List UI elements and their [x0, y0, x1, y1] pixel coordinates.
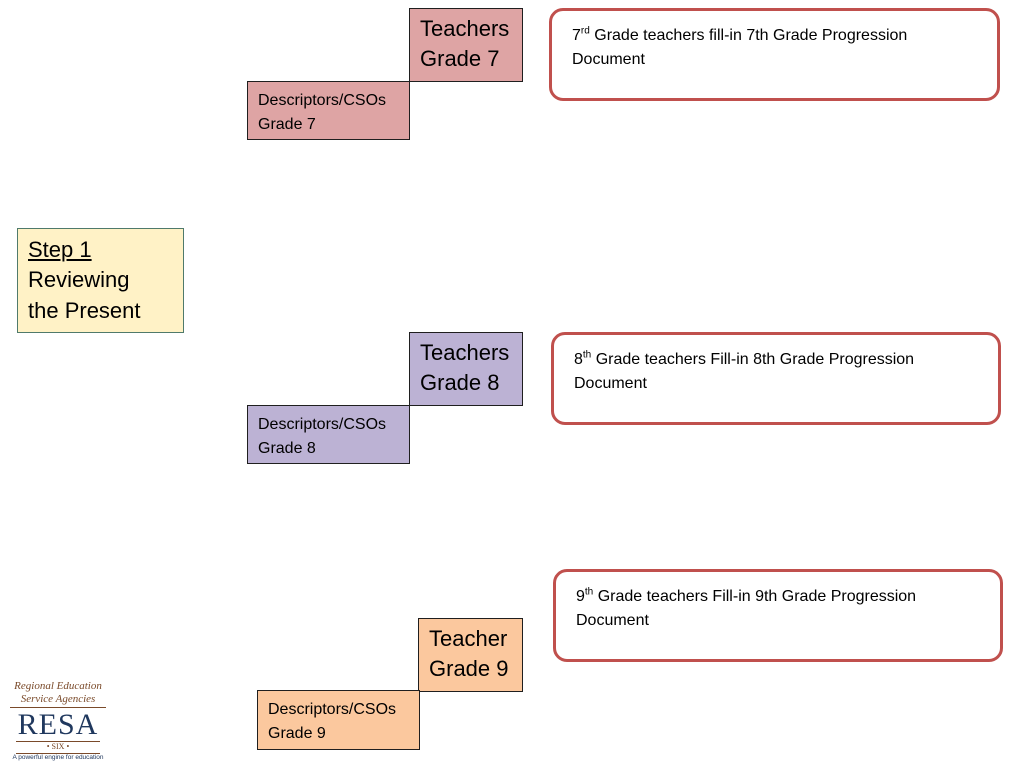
descriptors-grade-7-line-1: Descriptors/CSOs — [258, 92, 387, 109]
descriptors-grade-8-box: Descriptors/CSOs Grade 8 — [247, 405, 410, 464]
grade-7-callout-text: Grade teachers fill-in 7th Grade Progres… — [572, 27, 908, 68]
grade-8-callout-suffix: th — [582, 349, 592, 361]
teacher-grade-9-box: Teacher Grade 9 — [418, 618, 523, 692]
descriptors-grade-9-box: Descriptors/CSOs Grade 9 — [257, 690, 420, 750]
step-title: Step 1 — [28, 237, 92, 262]
grade-7-callout: 7rd Grade teachers fill-in 7th Grade Pro… — [549, 8, 1000, 101]
descriptors-grade-7-line-2: Grade 7 — [258, 116, 316, 133]
grade-8-callout-text: Grade teachers Fill-in 8th Grade Progres… — [574, 351, 915, 392]
teacher-grade-9-line-2: Grade 9 — [429, 656, 509, 682]
logo-tagline: A powerful engine for education — [12, 753, 104, 761]
logo-line-2: Service Agencies — [20, 692, 96, 705]
grade-8-callout: 8th Grade teachers Fill-in 8th Grade Pro… — [551, 332, 1001, 425]
grade-9-callout-suffix: th — [584, 586, 594, 598]
descriptors-grade-7-box: Descriptors/CSOs Grade 7 — [247, 81, 410, 140]
teachers-grade-8-line-2: Grade 8 — [420, 370, 500, 396]
descriptors-grade-8-line-2: Grade 8 — [258, 440, 316, 457]
descriptors-grade-9-line-1: Descriptors/CSOs — [268, 701, 397, 718]
logo-number: • SIX • — [16, 741, 100, 754]
grade-7-callout-suffix: rd — [580, 25, 590, 37]
grade-9-callout-number: 9 — [576, 588, 585, 605]
teachers-grade-8-line-1: Teachers — [420, 340, 510, 365]
step-line-2: the Present — [28, 297, 141, 323]
descriptors-grade-8-line-1: Descriptors/CSOs — [258, 416, 387, 433]
grade-7-callout-number: 7 — [572, 27, 581, 44]
grade-8-callout-number: 8 — [574, 351, 583, 368]
logo-line-1: Regional Education — [14, 680, 102, 692]
step-line-1: Reviewing — [28, 267, 130, 293]
teachers-grade-7-line-2: Grade 7 — [420, 46, 500, 72]
logo-name: RESA — [10, 707, 106, 740]
teachers-grade-7-line-1: Teachers — [420, 16, 510, 41]
resa-logo: Regional Education Service Agencies RESA… — [10, 680, 106, 762]
descriptors-grade-9-line-2: Grade 9 — [268, 725, 326, 742]
grade-9-callout-text: Grade teachers Fill-in 9th Grade Progres… — [576, 588, 917, 629]
teachers-grade-7-box: Teachers Grade 7 — [409, 8, 523, 82]
grade-9-callout: 9th Grade teachers Fill-in 9th Grade Pro… — [553, 569, 1003, 662]
step-box: Step 1 Reviewing the Present — [17, 228, 184, 333]
teacher-grade-9-line-1: Teacher — [429, 626, 508, 651]
teachers-grade-8-box: Teachers Grade 8 — [409, 332, 523, 406]
